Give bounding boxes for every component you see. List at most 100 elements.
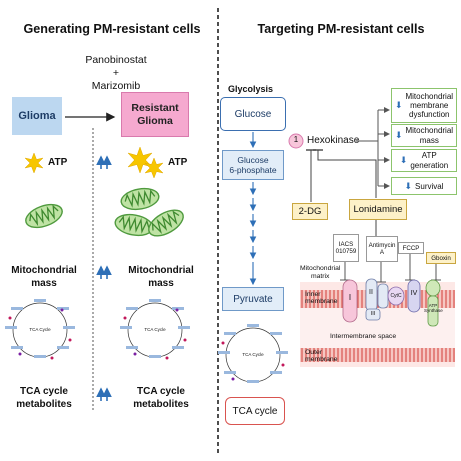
complex-i-label: I <box>348 293 352 302</box>
lonidamine-box: Lonidamine <box>349 199 407 220</box>
outcome-2-line1: Mitochondrial <box>405 126 454 136</box>
down-arrow-icon-1: ⬇ <box>394 100 403 110</box>
mito-matrix-label: Mitochondrial matrix <box>300 265 340 281</box>
tca-cycle-label: TCA cycle <box>232 405 278 417</box>
drug-panobinostat: Panobinostat <box>85 54 147 66</box>
glioma-box: Glioma <box>12 97 62 135</box>
lonidamine-label: Lonidamine <box>353 204 403 215</box>
complex-iii-label: III <box>370 311 376 317</box>
inner-membrane-label: Inner membrane <box>305 291 338 306</box>
complex-iii <box>365 308 381 321</box>
inner-membrane-line1: Inner <box>305 291 321 298</box>
atp-right-label: ATP <box>168 157 188 168</box>
atp-synthase-stalk <box>427 295 439 327</box>
tca-right-label: TCA cycle metabolites <box>113 386 209 411</box>
complex-ii-b <box>377 283 389 309</box>
outcome-1-line1: Mitochondrial <box>405 91 454 101</box>
resistant-glioma-box: Resistant Glioma <box>121 92 189 137</box>
tca-ring-right-label: TCA Cycle <box>144 327 166 332</box>
atp-synthase-line2: Synthase <box>424 307 443 313</box>
atp-left-label: ATP <box>48 157 68 168</box>
down-arrow-icon-4: ⬇ <box>404 180 413 191</box>
fccp-label: FCCP <box>402 244 420 252</box>
hexokinase-number: 1 <box>293 135 299 144</box>
pyruvate-label: Pyruvate <box>233 293 273 305</box>
complex-iv <box>407 279 421 313</box>
tca-left-label: TCA cycle metabolites <box>2 386 86 411</box>
outer-membrane <box>300 348 455 362</box>
outcome-1-line2: membrane <box>410 100 449 110</box>
tca-left-line1: TCA cycle <box>20 386 68 397</box>
iacs-line2: 010759 <box>335 248 357 255</box>
iacs-box: IACS 010759 <box>333 234 359 262</box>
outcome-2-line2: mass <box>419 135 439 145</box>
mito-matrix-line1: Mitochondrial <box>300 265 341 272</box>
glioma-label: Glioma <box>18 110 56 122</box>
atp-synthase-label: ATP Synthase <box>424 303 443 314</box>
outcome-survival: ⬇ Survival <box>391 177 457 195</box>
atp-right-starburst-icon-1 <box>127 146 153 174</box>
outcome-3-line1: ATP <box>421 151 437 161</box>
drug-plus: + <box>112 66 120 79</box>
outcome-mito-mass: ⬇ Mitochondrial mass <box>391 124 457 147</box>
atp-synthase-line1: ATP <box>428 303 438 308</box>
up-arrow-icon-tca <box>96 387 112 401</box>
outcome-4-line1: Survival <box>415 181 444 191</box>
resistant-label-line2: Glioma <box>137 114 173 127</box>
outcome-atp-generation: ⬇ ATP generation <box>391 149 457 172</box>
tca-ring-glycolysis-label: TCA Cycle <box>242 352 264 357</box>
glucose-box: Glucose <box>220 97 286 131</box>
glycolysis-label: Glycolysis <box>228 84 274 94</box>
antimycin-line1: Antimycin <box>368 241 396 249</box>
g6p-line2: 6-phosphate <box>229 165 277 175</box>
outcome-membrane-dysfunction: ⬇ Mitochondrial membrane dysfunction <box>391 88 457 123</box>
complex-iv-label: IV <box>410 290 418 297</box>
pyruvate-box: Pyruvate <box>222 287 284 311</box>
g6p-box: Glucose 6-phosphate <box>222 150 284 180</box>
up-arrow-icon-mito <box>96 265 112 279</box>
iacs-line1: IACS <box>338 240 354 248</box>
hexokinase-label: Hexokinase <box>307 135 360 146</box>
tca-left-line2: metabolites <box>16 398 72 410</box>
cytc-label: CytC <box>390 293 402 299</box>
atp-right-starburst-icon-2 <box>144 157 164 179</box>
outcome-1-line3: dysfunction <box>409 110 450 120</box>
tca-right-line2: metabolites <box>133 398 189 410</box>
down-arrow-icon-2: ⬇ <box>394 130 403 140</box>
atp-synthase-head <box>425 279 441 297</box>
mito-mass-left-line1: Mitochondrial <box>11 265 77 276</box>
up-arrow-icon-atp <box>96 155 112 169</box>
gboxin-box: Gboxin <box>426 252 456 264</box>
fccp-box: FCCP <box>398 242 424 254</box>
two-dg-box: 2-DG <box>292 203 328 220</box>
tca-ring-left-label: TCA Cycle <box>29 327 51 332</box>
two-dg-label: 2-DG <box>298 206 322 217</box>
antimycin-box: Antimycin A <box>366 236 398 262</box>
drug-marizomib: Marizomib <box>91 79 141 92</box>
glucose-label: Glucose <box>234 108 272 120</box>
resistant-label-line1: Resistant <box>131 101 179 114</box>
left-panel-title: Generating PM-resistant cells <box>23 22 201 36</box>
inner-membrane-line2: membrane <box>305 298 338 306</box>
g6p-line1: Glucose <box>237 154 269 165</box>
atp-left-starburst-icon <box>24 152 44 174</box>
outer-membrane-line1: Outer <box>305 349 322 356</box>
cytc <box>387 286 405 306</box>
drugs-label: Panobinostat + Marizomib <box>66 54 166 92</box>
antimycin-line2: A <box>379 249 385 256</box>
hexokinase-number-badge <box>288 133 304 149</box>
outer-membrane-line2: membrane <box>305 356 338 364</box>
mito-mass-right-line2: mass <box>148 277 174 289</box>
outcome-3-line2: generation <box>410 160 449 170</box>
gboxin-label: Gboxin <box>431 254 451 262</box>
complex-ii-label: II <box>369 289 373 296</box>
mito-mass-right-line1: Mitochondrial <box>128 265 194 276</box>
down-arrow-icon-3: ⬇ <box>399 155 408 165</box>
intermembrane-space-label: Intermembrane space <box>330 333 397 340</box>
outer-membrane-label: Outer membrane <box>305 349 338 364</box>
mito-mass-right-label: Mitochondrial mass <box>113 265 209 290</box>
tca-right-line1: TCA cycle <box>137 386 185 397</box>
mito-matrix-line2: matrix <box>310 272 330 280</box>
